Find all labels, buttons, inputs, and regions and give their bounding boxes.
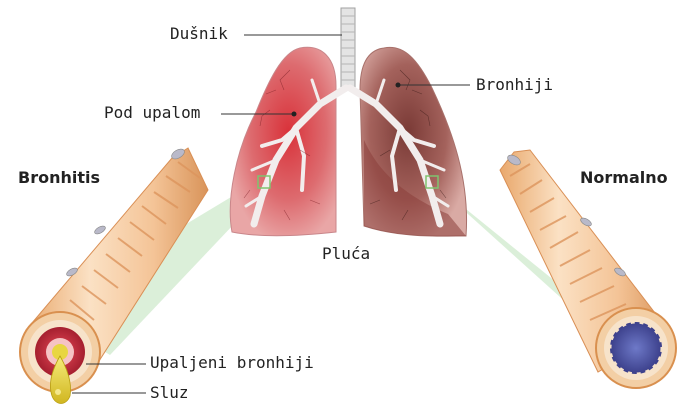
bronchial-tree-left bbox=[244, 78, 350, 228]
lungs-label: Pluća bbox=[322, 244, 371, 263]
bronchi-label: Bronhiji bbox=[476, 75, 554, 94]
inflamed-bronchus-tube bbox=[19, 147, 209, 393]
normal-bronchus-tube bbox=[499, 149, 677, 389]
leader-lines bbox=[72, 34, 470, 394]
trachea-label: Dušnik bbox=[170, 24, 228, 43]
bronchitis-label: Bronhitis bbox=[18, 168, 100, 187]
normal-label: Normalno bbox=[580, 168, 668, 187]
inflamed-bronchi-label: Upaljeni bronhiji bbox=[150, 353, 314, 372]
zoom-box-right bbox=[425, 175, 439, 189]
zoom-box-left bbox=[257, 175, 271, 189]
bronchial-tree-right bbox=[346, 78, 450, 228]
trachea bbox=[340, 7, 356, 91]
inflamed-label: Pod upalom bbox=[104, 103, 201, 122]
mucus-label: Sluz bbox=[150, 383, 189, 402]
